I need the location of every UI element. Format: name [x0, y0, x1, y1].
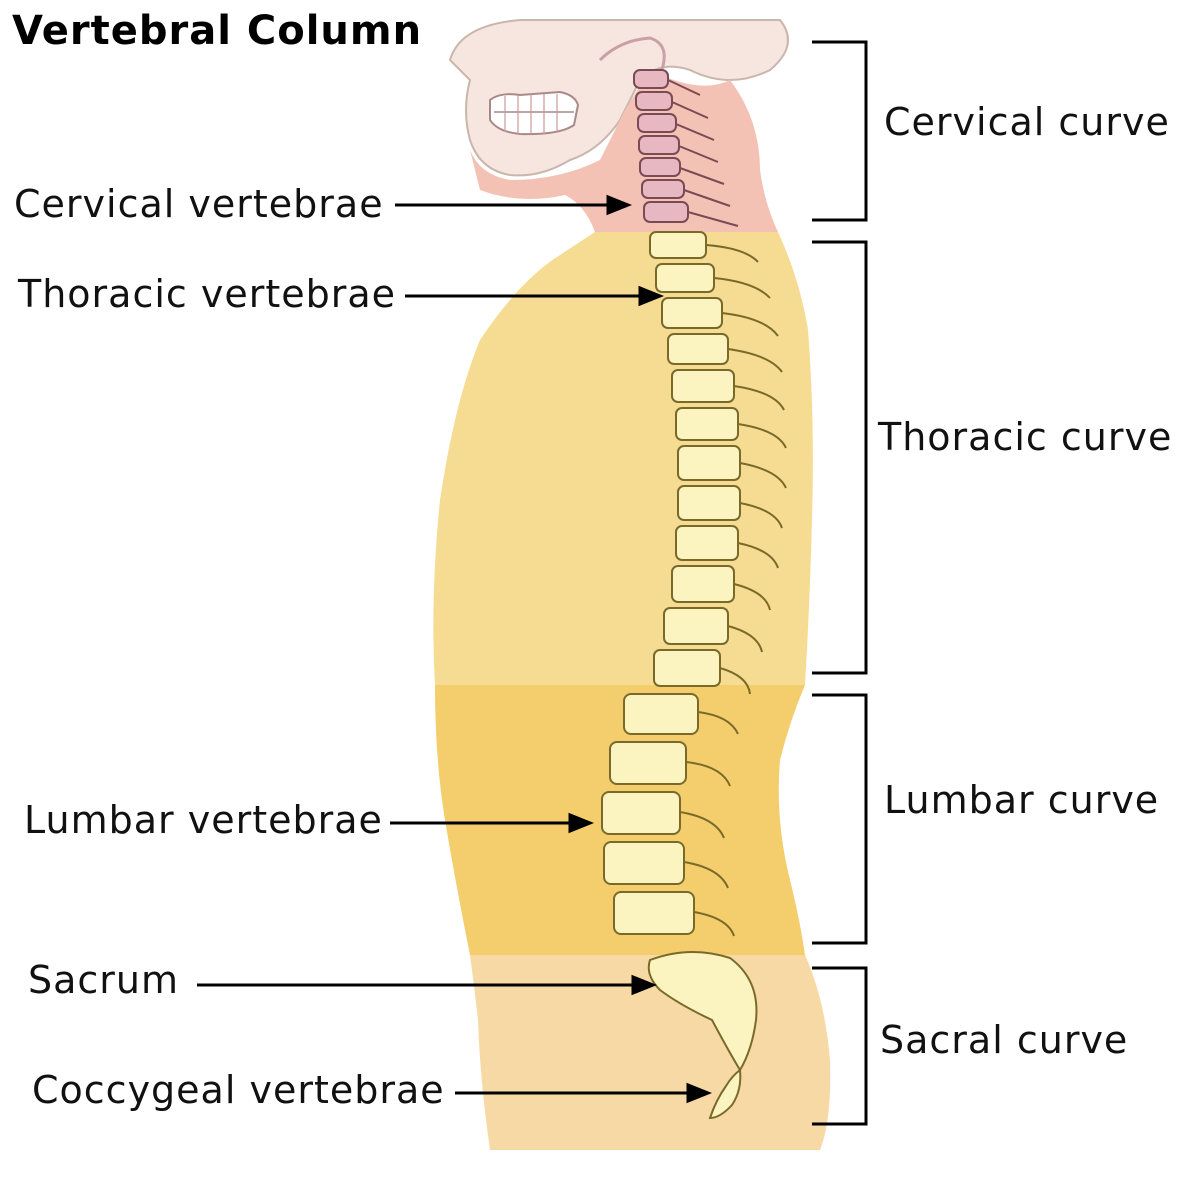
cervical-spine	[633, 69, 739, 227]
sacral-curve-label: Sacral curve	[880, 1018, 1129, 1062]
lumbar-vertebrae-label: Lumbar vertebrae	[24, 798, 383, 842]
cervical-curve-label: Cervical curve	[884, 100, 1170, 144]
thoracic-spine	[649, 231, 787, 695]
page-title: Vertebral Column	[12, 8, 423, 54]
cervical-curve-bracket	[812, 40, 868, 222]
torso-region	[433, 232, 813, 685]
sacrum-label: Sacrum	[28, 958, 180, 1002]
lumbar-curve-label: Lumbar curve	[884, 778, 1160, 822]
skull	[448, 19, 789, 177]
neck-region	[470, 70, 778, 232]
thoracic-vertebrae-label: Thoracic vertebrae	[18, 272, 397, 316]
sacrum-bone	[647, 951, 758, 1072]
sacral-curve-bracket	[812, 966, 868, 1126]
label-arrows	[197, 194, 713, 1104]
coccygeal-vertebrae-label: Coccygeal vertebrae	[32, 1068, 445, 1112]
lumbar-spine	[601, 693, 739, 937]
thoracic-curve-bracket	[812, 240, 868, 675]
coccyx-bone	[708, 1068, 742, 1120]
curve-brackets	[812, 40, 868, 1126]
thoracic-curve-label: Thoracic curve	[878, 415, 1173, 459]
lumbar-curve-bracket	[812, 693, 868, 945]
cervical-vertebrae-label: Cervical vertebrae	[14, 182, 384, 226]
